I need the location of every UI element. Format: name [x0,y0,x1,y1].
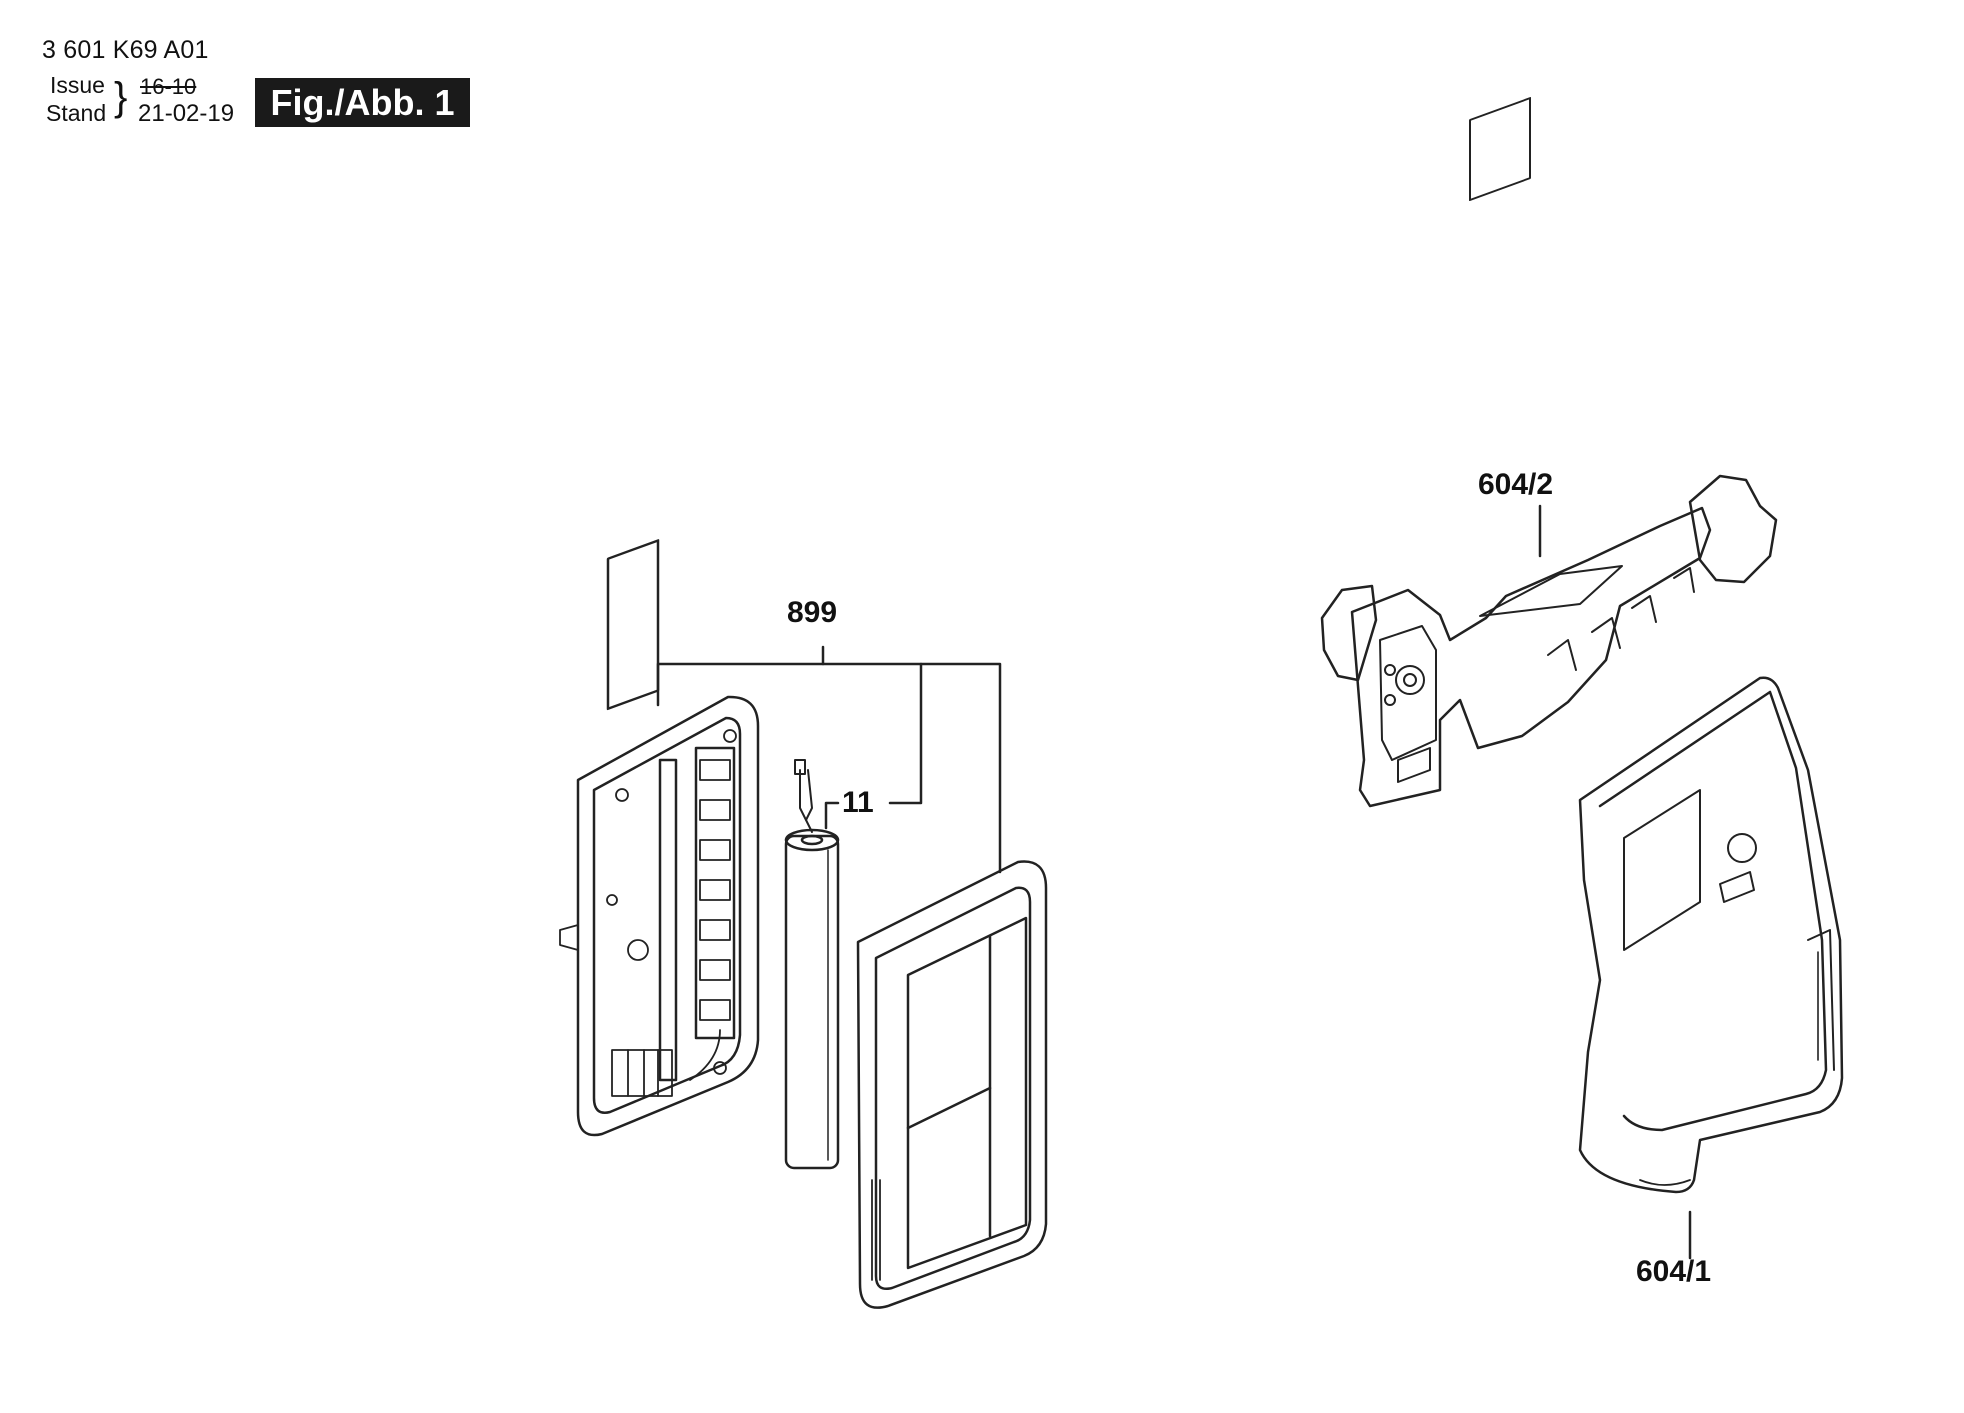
leader-11 [824,801,840,830]
callout-11: 11 [842,786,874,819]
battery-cell [784,759,840,1170]
stand-date: 21-02-19 [138,100,235,127]
housing-base [559,539,760,1137]
figure-badge: Fig./Abb. 1 [255,78,470,127]
housing-cover [856,860,1048,1309]
callout-604-2: 604/2 [1478,468,1554,501]
issue-label: Issue [50,72,105,98]
part-number: 3 601 K69 A01 [42,36,209,64]
callout-899: 899 [787,596,838,629]
issue-date: 16-10 [140,74,197,99]
brace-icon: } [114,75,128,119]
callout-604-1: 604/1 [1636,1255,1712,1288]
leader-899-battery [888,662,923,805]
stand-label: Stand [46,100,107,126]
mounting-clamp [1320,97,1778,808]
holder-pouch [1578,676,1844,1194]
